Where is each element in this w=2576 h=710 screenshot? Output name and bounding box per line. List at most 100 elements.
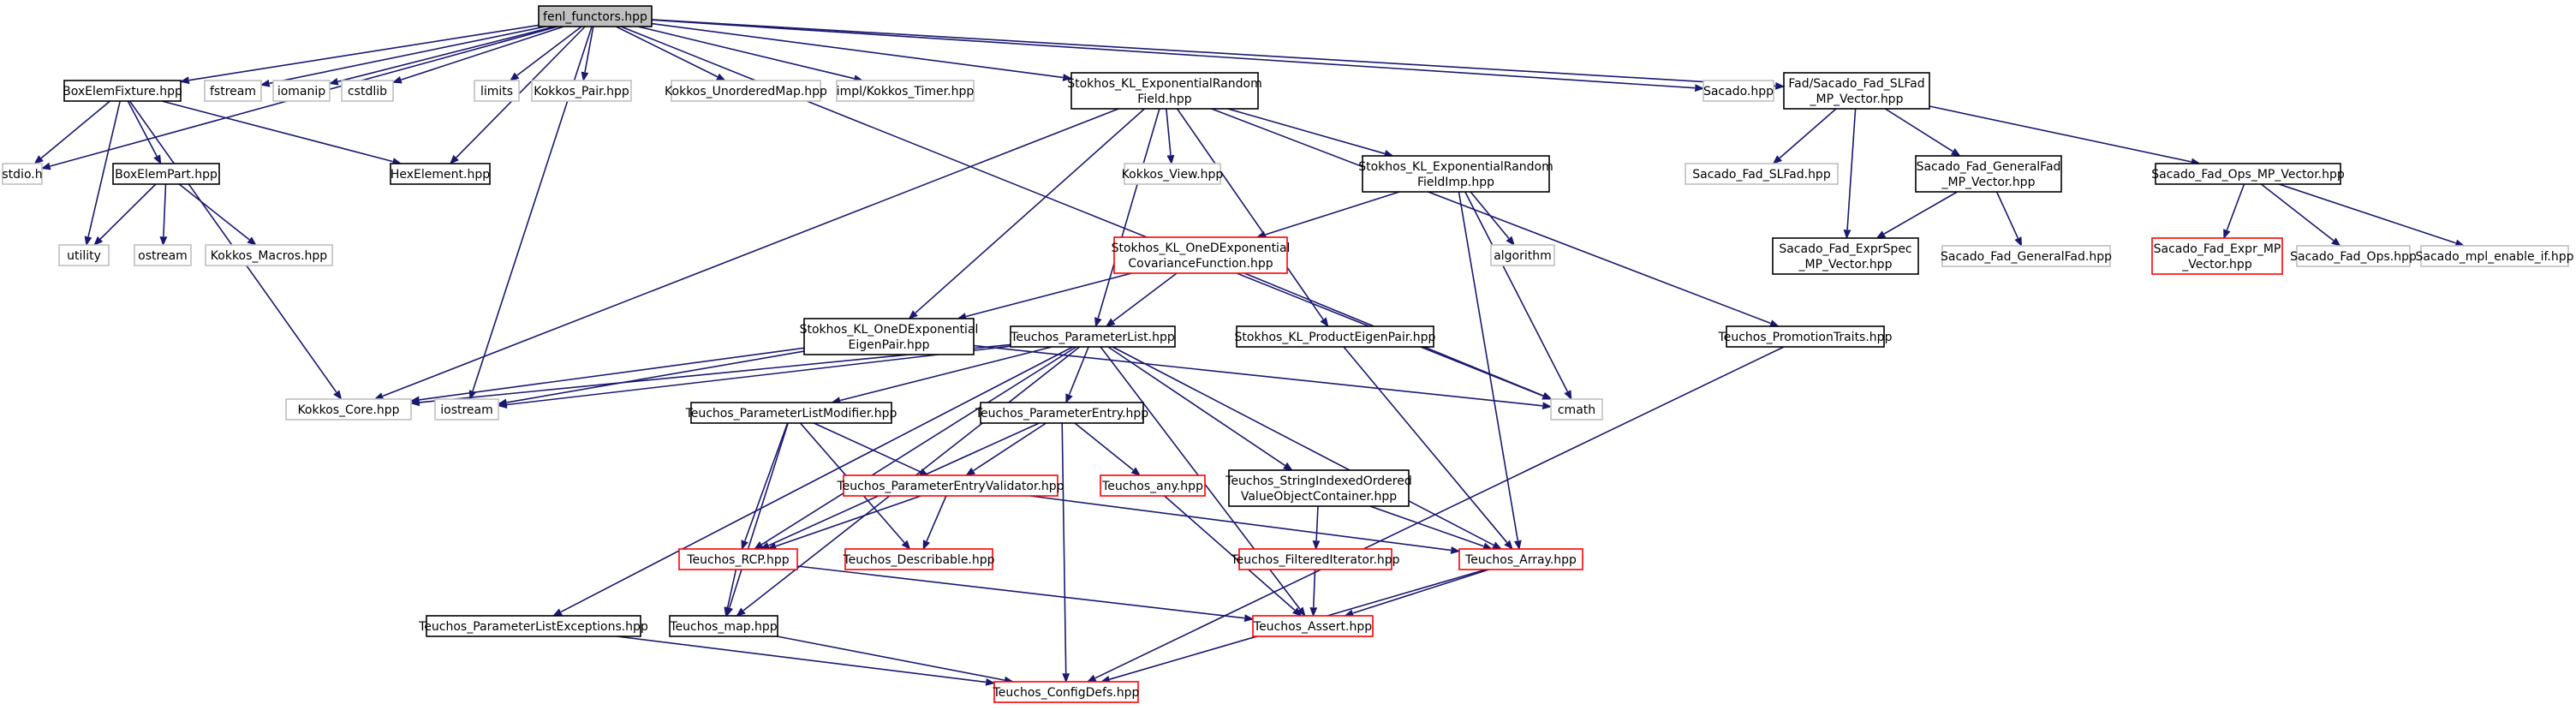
edge-klexp-to-klimp xyxy=(1227,108,1394,158)
node-tassert[interactable]: Teuchos_Assert.hpp xyxy=(1252,615,1374,637)
node-ostream: ostream xyxy=(134,244,192,266)
edge-root-to-boxfix xyxy=(179,24,540,85)
node-label: fenl_functors.hpp xyxy=(543,10,647,24)
edge-line xyxy=(1313,569,1316,608)
edge-arrowhead xyxy=(1105,318,1116,327)
node-label: Teuchos_ConfigDefs.hpp xyxy=(993,686,1140,700)
node-pentry[interactable]: Teuchos_ParameterEntry.hpp xyxy=(975,402,1148,424)
node-label: Sacado_Fad_ExprSpec xyxy=(1779,242,1911,256)
edge-prodeig-to-tarray xyxy=(1343,346,1513,551)
edge-arrowhead xyxy=(1513,540,1522,551)
edge-line xyxy=(796,565,1245,619)
node-label: Teuchos_Describable.hpp xyxy=(842,553,994,567)
node-tany[interactable]: Teuchos_any.hpp xyxy=(1100,474,1206,497)
edge-line xyxy=(637,26,855,80)
node-box xyxy=(58,244,110,266)
node-label: Stokhos_KL_ExponentialRandom xyxy=(1067,77,1262,91)
node-plexc[interactable]: Teuchos_ParameterListExceptions.hpp xyxy=(418,615,648,637)
edge-line xyxy=(99,183,157,240)
edge-line xyxy=(1265,191,1400,236)
edge-arrowhead xyxy=(2014,236,2023,248)
node-box xyxy=(844,548,993,570)
node-utility: utility xyxy=(58,244,110,266)
node-plmod[interactable]: Teuchos_ParameterListModifier.hpp xyxy=(685,402,897,424)
node-rcp[interactable]: Teuchos_RCP.hpp xyxy=(678,548,798,570)
node-label: Kokkos_View.hpp xyxy=(1122,168,1224,182)
edge-line xyxy=(87,100,121,237)
node-box xyxy=(1070,72,1259,110)
node-prodeig[interactable]: Stokhos_KL_ProductEigenPair.hpp xyxy=(1235,325,1436,348)
node-label: Stokhos_KL_ProductEigenPair.hpp xyxy=(1235,331,1436,344)
node-box xyxy=(1458,548,1583,570)
edge-arrowhead xyxy=(449,154,459,164)
node-label: Sacado.hpp xyxy=(1703,85,1774,98)
node-exprmp[interactable]: Sacado_Fad_Expr_MP_Vector.hpp xyxy=(2151,237,2283,275)
node-label: impl/Kokkos_Timer.hpp xyxy=(837,85,975,98)
node-mplif: Sacado_mpl_enable_if.hpp xyxy=(2416,245,2574,267)
node-sacado: Sacado.hpp xyxy=(1702,80,1774,102)
node-slfadmp[interactable]: Fad/Sacado_Fad_SLFad_MP_Vector.hpp xyxy=(1783,72,1930,110)
node-box xyxy=(1124,163,1221,185)
edge-line xyxy=(1074,422,1134,471)
edge-line xyxy=(269,26,546,84)
node-label: Sacado_Fad_Ops.hpp xyxy=(2290,250,2417,264)
node-pev[interactable]: Teuchos_ParameterEntryValidator.hpp xyxy=(836,474,1064,497)
node-sivoc[interactable]: Teuchos_StringIndexedOrderedValueObjectC… xyxy=(1225,469,1412,507)
edge-line xyxy=(1097,108,1160,319)
edge-line xyxy=(1061,422,1067,674)
node-odcov[interactable]: Stokhos_KL_OneDExponentialCovarianceFunc… xyxy=(1112,236,1291,274)
node-label: utility xyxy=(67,249,101,263)
edge-pentry-to-tconfig xyxy=(1061,422,1070,683)
edge-arrowhead xyxy=(391,75,402,84)
node-label: Teuchos_PromotionTraits.hpp xyxy=(1718,331,1893,344)
node-label: Kokkos_UnorderedMap.hpp xyxy=(665,85,827,98)
node-promo[interactable]: Teuchos_PromotionTraits.hpp xyxy=(1718,325,1893,348)
edge-genfadmp-to-exprspec xyxy=(1875,191,1958,239)
node-filtit[interactable]: Teuchos_FilteredIterator.hpp xyxy=(1230,548,1400,570)
edge-arrowhead xyxy=(965,467,976,476)
node-boxfix[interactable]: BoxElemFixture.hpp xyxy=(63,80,182,102)
edge-line xyxy=(337,26,555,82)
edge-line xyxy=(1227,108,1386,155)
node-genfadmp[interactable]: Sacado_Fad_GeneralFad_MP_Vector.hpp xyxy=(1915,155,2062,193)
edge-root-to-klexp xyxy=(651,22,1073,81)
node-tconfig[interactable]: Teuchos_ConfigDefs.hpp xyxy=(993,681,1140,703)
edge-arrowhead xyxy=(40,162,51,170)
node-box xyxy=(390,163,491,185)
node-label: Teuchos_StringIndexedOrdered xyxy=(1225,474,1411,488)
edge-line xyxy=(1164,495,1296,612)
edge-klexp-to-plist xyxy=(1094,108,1160,328)
edge-boxfix-to-stdio xyxy=(33,100,111,164)
node-box xyxy=(204,80,262,102)
node-boxpart[interactable]: BoxElemPart.hpp xyxy=(112,163,220,185)
node-label: CovarianceFunction.hpp xyxy=(1128,257,1273,271)
node-label: HexElement.hpp xyxy=(391,168,490,182)
node-opsmp[interactable]: Sacado_Fad_Ops_MP_Vector.hpp xyxy=(2151,163,2345,185)
edge-line xyxy=(516,26,582,76)
node-describ[interactable]: Teuchos_Describable.hpp xyxy=(842,548,995,570)
node-tarray[interactable]: Teuchos_Array.hpp xyxy=(1458,548,1583,570)
node-label: Teuchos_ParameterEntry.hpp xyxy=(975,407,1148,421)
edge-tany-to-tassert xyxy=(1164,495,1303,617)
node-box xyxy=(1236,325,1434,348)
edge-odeig-to-iostream xyxy=(497,350,805,407)
node-box xyxy=(1915,155,2062,193)
node-tmap[interactable]: Teuchos_map.hpp xyxy=(669,615,778,637)
node-box xyxy=(803,318,975,355)
node-exprspec[interactable]: Sacado_Fad_ExprSpec_MP_Vector.hpp xyxy=(1772,237,1919,275)
edge-line xyxy=(1068,346,1089,395)
node-box xyxy=(671,80,821,102)
node-hexel[interactable]: HexElement.hpp xyxy=(390,163,491,185)
edge-line xyxy=(401,26,564,81)
node-kcore: Kokkos_Core.hpp xyxy=(285,398,412,421)
node-limits: limits xyxy=(474,80,520,102)
node-root[interactable]: fenl_functors.hpp xyxy=(538,5,653,27)
edge-klexp-to-promo xyxy=(1211,108,1780,327)
node-label: algorithm xyxy=(1494,249,1552,263)
node-label: Sacado_Fad_Expr_MP xyxy=(2154,242,2281,256)
node-plist[interactable]: Teuchos_ParameterList.hpp xyxy=(1010,325,1176,348)
